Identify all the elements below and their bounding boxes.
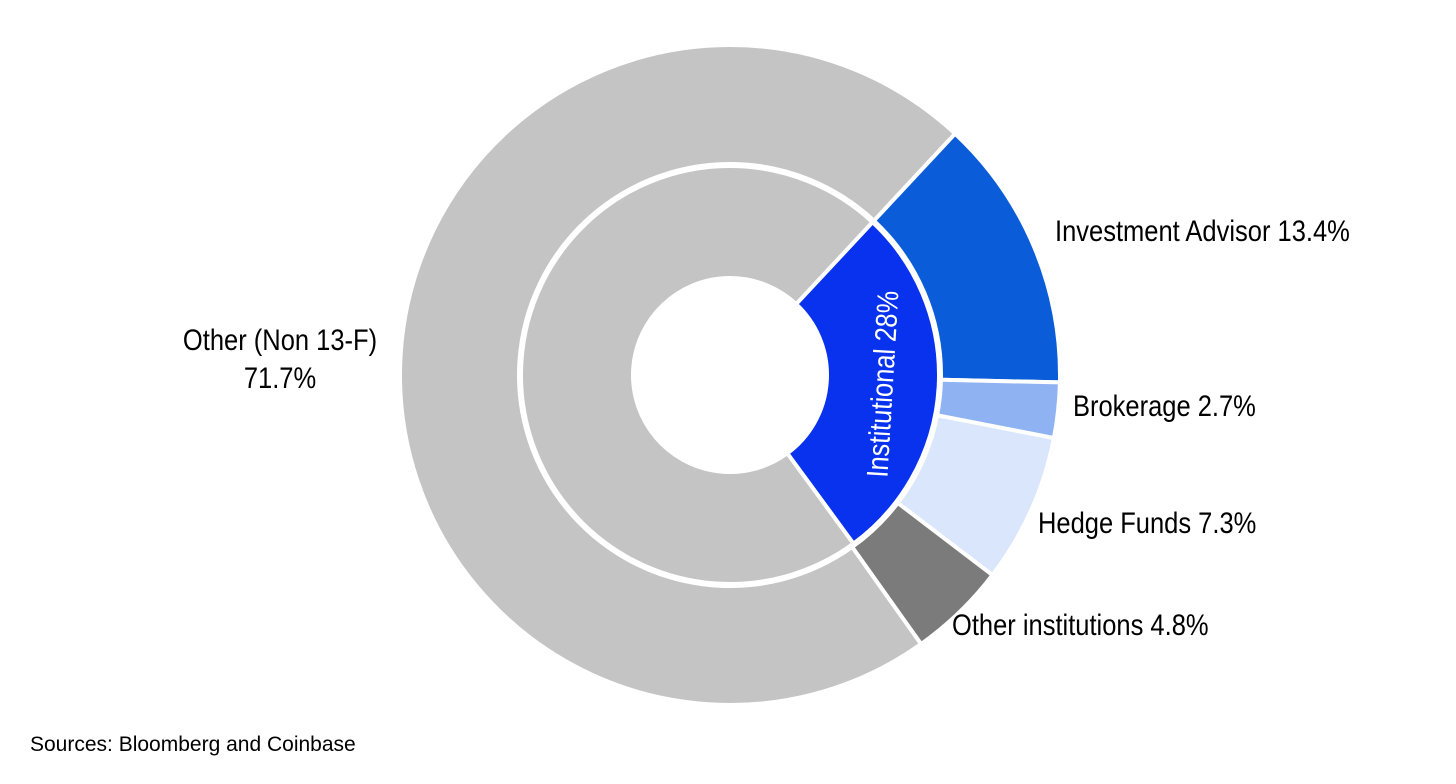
label-hedge-funds: Hedge Funds 7.3% xyxy=(1038,507,1257,540)
label-other-non-13f: Other (Non 13-F) 71.7% xyxy=(153,322,408,398)
slice-outer-other-non-13-f xyxy=(398,43,958,707)
label-other-non-13f-line1: Other (Non 13-F) xyxy=(182,324,378,357)
label-other-institutions: Other institutions 4.8% xyxy=(952,609,1209,642)
label-brokerage: Brokerage 2.7% xyxy=(1073,390,1256,423)
slice-inner-institutional xyxy=(785,220,941,546)
sources-caption: Sources: Bloomberg and Coinbase xyxy=(30,733,356,756)
label-investment-advisor: Investment Advisor 13.4% xyxy=(1055,215,1350,248)
slice-inner-other-non-13-f xyxy=(519,164,875,586)
label-other-non-13f-line2: 71.7% xyxy=(243,362,317,395)
